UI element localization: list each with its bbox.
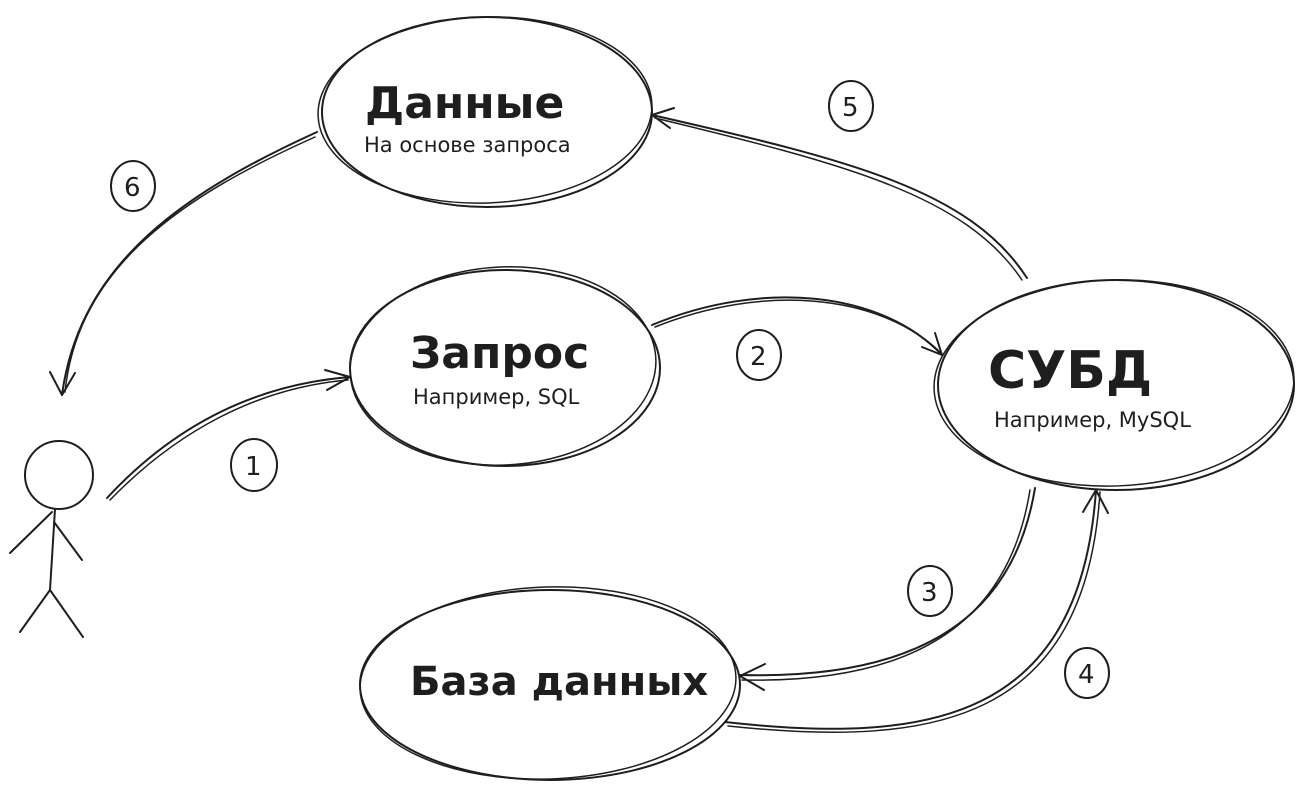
node-data-title: Данные xyxy=(365,78,564,129)
arrow-6 xyxy=(49,131,318,396)
arrow-4 xyxy=(724,489,1109,733)
node-dbms: СУБД Например, MySQL xyxy=(933,279,1295,491)
arrow-5 xyxy=(651,107,1028,281)
step-badge-4: 4 xyxy=(1064,647,1110,699)
node-database: База данных xyxy=(359,586,741,781)
svg-text:1: 1 xyxy=(245,452,262,482)
node-query: Запрос Например, SQL xyxy=(349,266,661,467)
node-dbms-subtitle: Например, MySQL xyxy=(994,408,1191,432)
node-data: Данные На основе запроса xyxy=(317,16,653,208)
svg-text:2: 2 xyxy=(750,342,767,372)
node-query-subtitle: Например, SQL xyxy=(413,385,580,409)
step-badge-3: 3 xyxy=(907,565,953,617)
step-badge-5: 5 xyxy=(828,80,874,132)
arrow-3 xyxy=(739,487,1036,691)
node-database-title: База данных xyxy=(410,659,708,705)
step-badge-1: 1 xyxy=(230,438,278,492)
user-icon xyxy=(9,440,94,638)
svg-text:4: 4 xyxy=(1078,660,1095,690)
node-data-subtitle: На основе запроса xyxy=(364,133,571,157)
arrow-2 xyxy=(651,296,943,356)
step-badge-6: 6 xyxy=(110,160,156,212)
node-dbms-title: СУБД xyxy=(988,341,1152,401)
node-query-title: Запрос xyxy=(410,328,589,379)
step-badge-2: 2 xyxy=(736,329,782,381)
svg-text:5: 5 xyxy=(842,93,859,123)
arrow-1 xyxy=(106,369,351,501)
svg-text:6: 6 xyxy=(124,173,141,203)
svg-text:3: 3 xyxy=(921,578,938,608)
